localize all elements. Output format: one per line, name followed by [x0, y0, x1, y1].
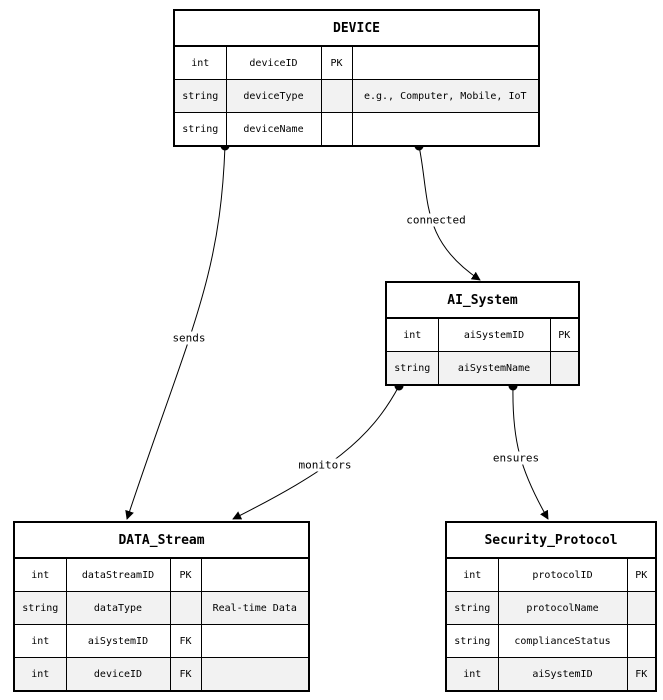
attribute-row: int protocolID PK [447, 559, 655, 592]
attribute-key: PK [169, 559, 202, 592]
attribute-key: PK [626, 559, 655, 592]
attribute-key: PK [549, 319, 578, 352]
attribute-row: string complianceStatus [447, 624, 655, 658]
entity-security-protocol[interactable]: Security_Protocol int protocolID PK stri… [445, 521, 657, 692]
attribute-key [549, 351, 578, 384]
attribute-type: int [447, 559, 499, 592]
entity-device[interactable]: DEVICE int deviceID PK string deviceType… [173, 9, 540, 147]
attribute-name: deviceName [225, 112, 322, 145]
edge-label-sends: sends [170, 331, 208, 345]
attribute-table: int deviceID PK string deviceType e.g., … [175, 47, 538, 145]
attribute-name: deviceID [225, 47, 322, 80]
attribute-name: deviceID [65, 657, 171, 690]
attribute-name: protocolID [497, 559, 628, 592]
attribute-type: int [15, 657, 67, 690]
attribute-comment: Real-time Data [200, 591, 308, 625]
attribute-row: string dataType Real-time Data [15, 591, 308, 625]
attribute-name: aiSystemID [497, 657, 628, 690]
attribute-comment [351, 112, 538, 145]
entity-title: Security_Protocol [447, 523, 655, 559]
attribute-row: string deviceType e.g., Computer, Mobile… [175, 79, 538, 113]
attribute-row: string protocolName [447, 591, 655, 625]
attribute-type: int [175, 47, 227, 80]
attribute-row: int deviceID PK [175, 47, 538, 80]
attribute-type: int [15, 559, 67, 592]
attribute-type: string [387, 351, 439, 384]
attribute-table: int protocolID PK string protocolName st… [447, 559, 655, 690]
attribute-table: int dataStreamID PK string dataType Real… [15, 559, 308, 690]
attribute-key [626, 591, 655, 625]
attribute-name: aiSystemName [437, 351, 551, 384]
attribute-key [320, 112, 353, 145]
attribute-key: FK [626, 657, 655, 690]
attribute-row: int aiSystemID FK [15, 624, 308, 658]
attribute-name: protocolName [497, 591, 628, 625]
attribute-row: int aiSystemID FK [447, 657, 655, 690]
attribute-name: dataType [65, 591, 171, 625]
entity-data-stream[interactable]: DATA_Stream int dataStreamID PK string d… [13, 521, 310, 692]
attribute-type: string [15, 591, 67, 625]
attribute-key: PK [320, 47, 353, 80]
attribute-row: string deviceName [175, 112, 538, 145]
attribute-type: string [175, 79, 227, 113]
attribute-type: int [15, 624, 67, 658]
attribute-key [169, 591, 202, 625]
attribute-table: int aiSystemID PK string aiSystemName [387, 319, 578, 384]
edge-monitors [232, 385, 400, 520]
attribute-name: aiSystemID [437, 319, 551, 352]
attribute-type: int [447, 657, 499, 690]
attribute-key [320, 79, 353, 113]
entity-ai-system[interactable]: AI_System int aiSystemID PK string aiSys… [385, 281, 580, 386]
attribute-type: string [447, 591, 499, 625]
attribute-row: int deviceID FK [15, 657, 308, 690]
edge-sends [125, 145, 226, 520]
attribute-comment [351, 47, 538, 80]
attribute-name: aiSystemID [65, 624, 171, 658]
attribute-row: int aiSystemID PK [387, 319, 578, 352]
attribute-name: deviceType [225, 79, 322, 113]
edge-label-connected: connected [404, 213, 468, 227]
attribute-name: complianceStatus [497, 624, 628, 658]
attribute-comment [200, 657, 308, 690]
attribute-comment: e.g., Computer, Mobile, IoT [351, 79, 538, 113]
attribute-comment [200, 624, 308, 658]
attribute-key: FK [169, 657, 202, 690]
entity-title: DATA_Stream [15, 523, 308, 559]
attribute-type: string [447, 624, 499, 658]
attribute-row: string aiSystemName [387, 351, 578, 384]
attribute-comment [200, 559, 308, 592]
edge-label-monitors: monitors [296, 458, 354, 472]
attribute-key [626, 624, 655, 658]
entity-title: DEVICE [175, 11, 538, 47]
attribute-type: string [175, 112, 227, 145]
attribute-key: FK [169, 624, 202, 658]
edge-label-ensures: ensures [490, 451, 542, 465]
attribute-type: int [387, 319, 439, 352]
attribute-name: dataStreamID [65, 559, 171, 592]
entity-title: AI_System [387, 283, 578, 319]
attribute-row: int dataStreamID PK [15, 559, 308, 592]
